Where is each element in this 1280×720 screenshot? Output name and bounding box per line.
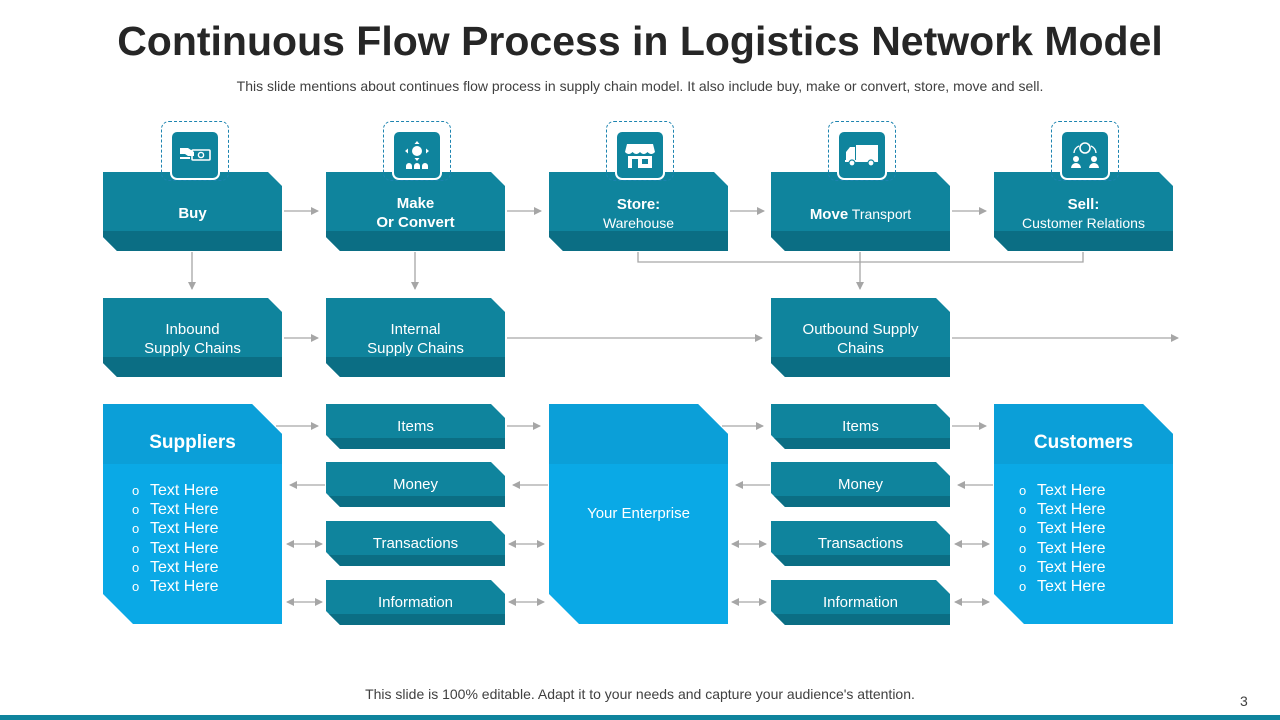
process-make-label-2: Or Convert <box>376 214 455 231</box>
inbound-supply-chains: Inbound Supply Chains <box>103 298 282 377</box>
flow-right-transactions: Transactions <box>771 521 950 566</box>
outbound-line-2: Chains <box>837 340 884 357</box>
flow-right-money-label: Money <box>837 476 884 493</box>
suppliers-title: Suppliers <box>149 432 236 453</box>
flow-right-information-label: Information <box>822 594 899 611</box>
flow-right-money: Money <box>771 462 950 507</box>
flow-left-money-label: Money <box>392 476 439 493</box>
storefront-icon <box>615 130 665 180</box>
make-icon-frame <box>383 121 451 181</box>
enterprise-panel: Your Enterprise <box>549 404 728 624</box>
flow-left-transactions: Transactions <box>326 521 505 566</box>
process-sell-sub: Customer Relations <box>1022 215 1145 231</box>
bottom-accent-bar <box>0 715 1280 720</box>
process-sell: Sell: Customer Relations <box>994 172 1173 251</box>
customer-exchange-icon <box>1060 130 1110 180</box>
buy-icon-frame <box>161 121 229 181</box>
people-arrows-icon <box>392 130 442 180</box>
store-icon-frame <box>606 121 674 181</box>
process-store: Store: Warehouse <box>549 172 728 251</box>
flow-right-items-label: Items <box>842 418 879 435</box>
process-move-sub: Transport <box>848 206 912 222</box>
flow-left-transactions-label: Transactions <box>372 535 459 552</box>
process-move-label: Move <box>809 205 849 223</box>
internal-supply-chains: Internal Supply Chains <box>326 298 505 377</box>
flow-left-money: Money <box>326 462 505 507</box>
outbound-supply-chains: Outbound Supply Chains <box>771 298 950 377</box>
flow-left-items-label: Items <box>397 418 434 435</box>
process-buy: Buy <box>103 172 282 251</box>
slide-subtitle: This slide mentions about continues flow… <box>236 78 1044 94</box>
process-make-label-1: Make <box>396 195 435 212</box>
customers-title: Customers <box>1033 432 1134 453</box>
flow-left-information-label: Information <box>377 594 454 611</box>
internal-line-1: Internal <box>390 321 441 338</box>
flow-right-transactions-label: Transactions <box>817 535 904 552</box>
process-store-sub: Warehouse <box>602 215 675 231</box>
money-hand-icon <box>170 130 220 180</box>
flow-left-information: Information <box>326 580 505 625</box>
process-buy-label: Buy <box>178 204 207 222</box>
inbound-line-1: Inbound <box>165 321 220 338</box>
slide-title: Continuous Flow Process in Logistics Net… <box>117 18 1163 64</box>
truck-icon <box>837 130 887 180</box>
process-sell-label: Sell: <box>1067 196 1100 213</box>
page-number: 3 <box>1240 693 1248 709</box>
process-store-label: Store: <box>616 196 661 213</box>
process-move: Move Transport <box>771 172 950 251</box>
enterprise-label: Your Enterprise <box>587 505 690 522</box>
process-make: Make Or Convert <box>326 172 505 251</box>
move-icon-frame <box>828 121 896 181</box>
footer-note: This slide is 100% editable. Adapt it to… <box>365 686 915 702</box>
inbound-line-2: Supply Chains <box>144 340 241 357</box>
internal-line-2: Supply Chains <box>367 340 464 357</box>
sell-icon-frame <box>1051 121 1119 181</box>
flow-right-items: Items <box>771 404 950 449</box>
flow-left-items: Items <box>326 404 505 449</box>
flow-right-information: Information <box>771 580 950 625</box>
outbound-line-1: Outbound Supply <box>802 321 919 338</box>
